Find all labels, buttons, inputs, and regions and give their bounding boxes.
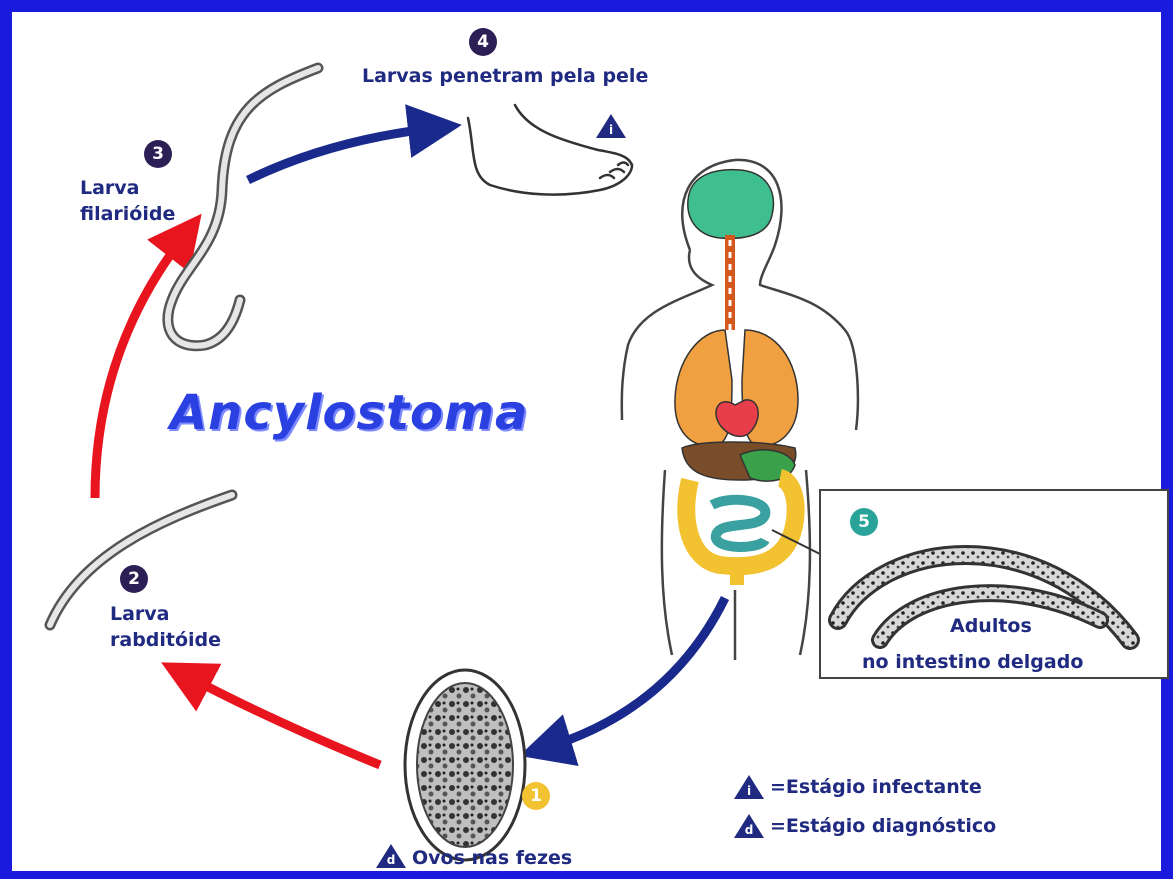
arrow-host-to-egg [545,598,725,748]
stage-3-label-line2: filarióide [80,202,175,226]
stage-2-label-line1: Larva [110,602,170,626]
stage-5-badge: 5 [850,508,878,536]
stage-2-badge: 2 [120,565,148,593]
diagnostic-stage-icon: d [734,814,764,838]
stage-2-label-line2: rabditóide [110,628,221,652]
stage-4-label: Larvas penetram pela pele [362,64,648,88]
stage-4-badge: 4 [469,28,497,56]
stage-1-badge: 1 [522,782,550,810]
legend-diagnostic: d =Estágio diagnóstico [734,814,996,838]
egg-drawing [405,670,525,860]
stage-1-label: Ovos nas fezes [412,846,572,870]
stage-4-infective-marker: i [596,114,626,138]
arrow-egg-to-rhabditiform [185,675,380,765]
legend-diagnostic-label: =Estágio diagnóstico [770,814,996,838]
stage-3-label-line1: Larva [80,176,140,200]
legend-infective: i =Estágio infectante [734,775,982,799]
stage-5-label-line2: no intestino delgado [862,650,1083,674]
stage-1-diagnostic-marker: d [376,844,406,868]
infective-stage-icon: i [734,775,764,799]
stage-3-badge: 3 [144,140,172,168]
stage-5-label-line1: Adultos [950,614,1032,638]
legend-infective-label: =Estágio infectante [770,775,982,799]
filariform-larva-drawing [168,68,318,346]
arrow-filariform-to-skin [248,128,435,180]
diagram-title: Ancylostoma [170,385,528,441]
arrow-rhabditiform-to-filariform [95,235,185,498]
